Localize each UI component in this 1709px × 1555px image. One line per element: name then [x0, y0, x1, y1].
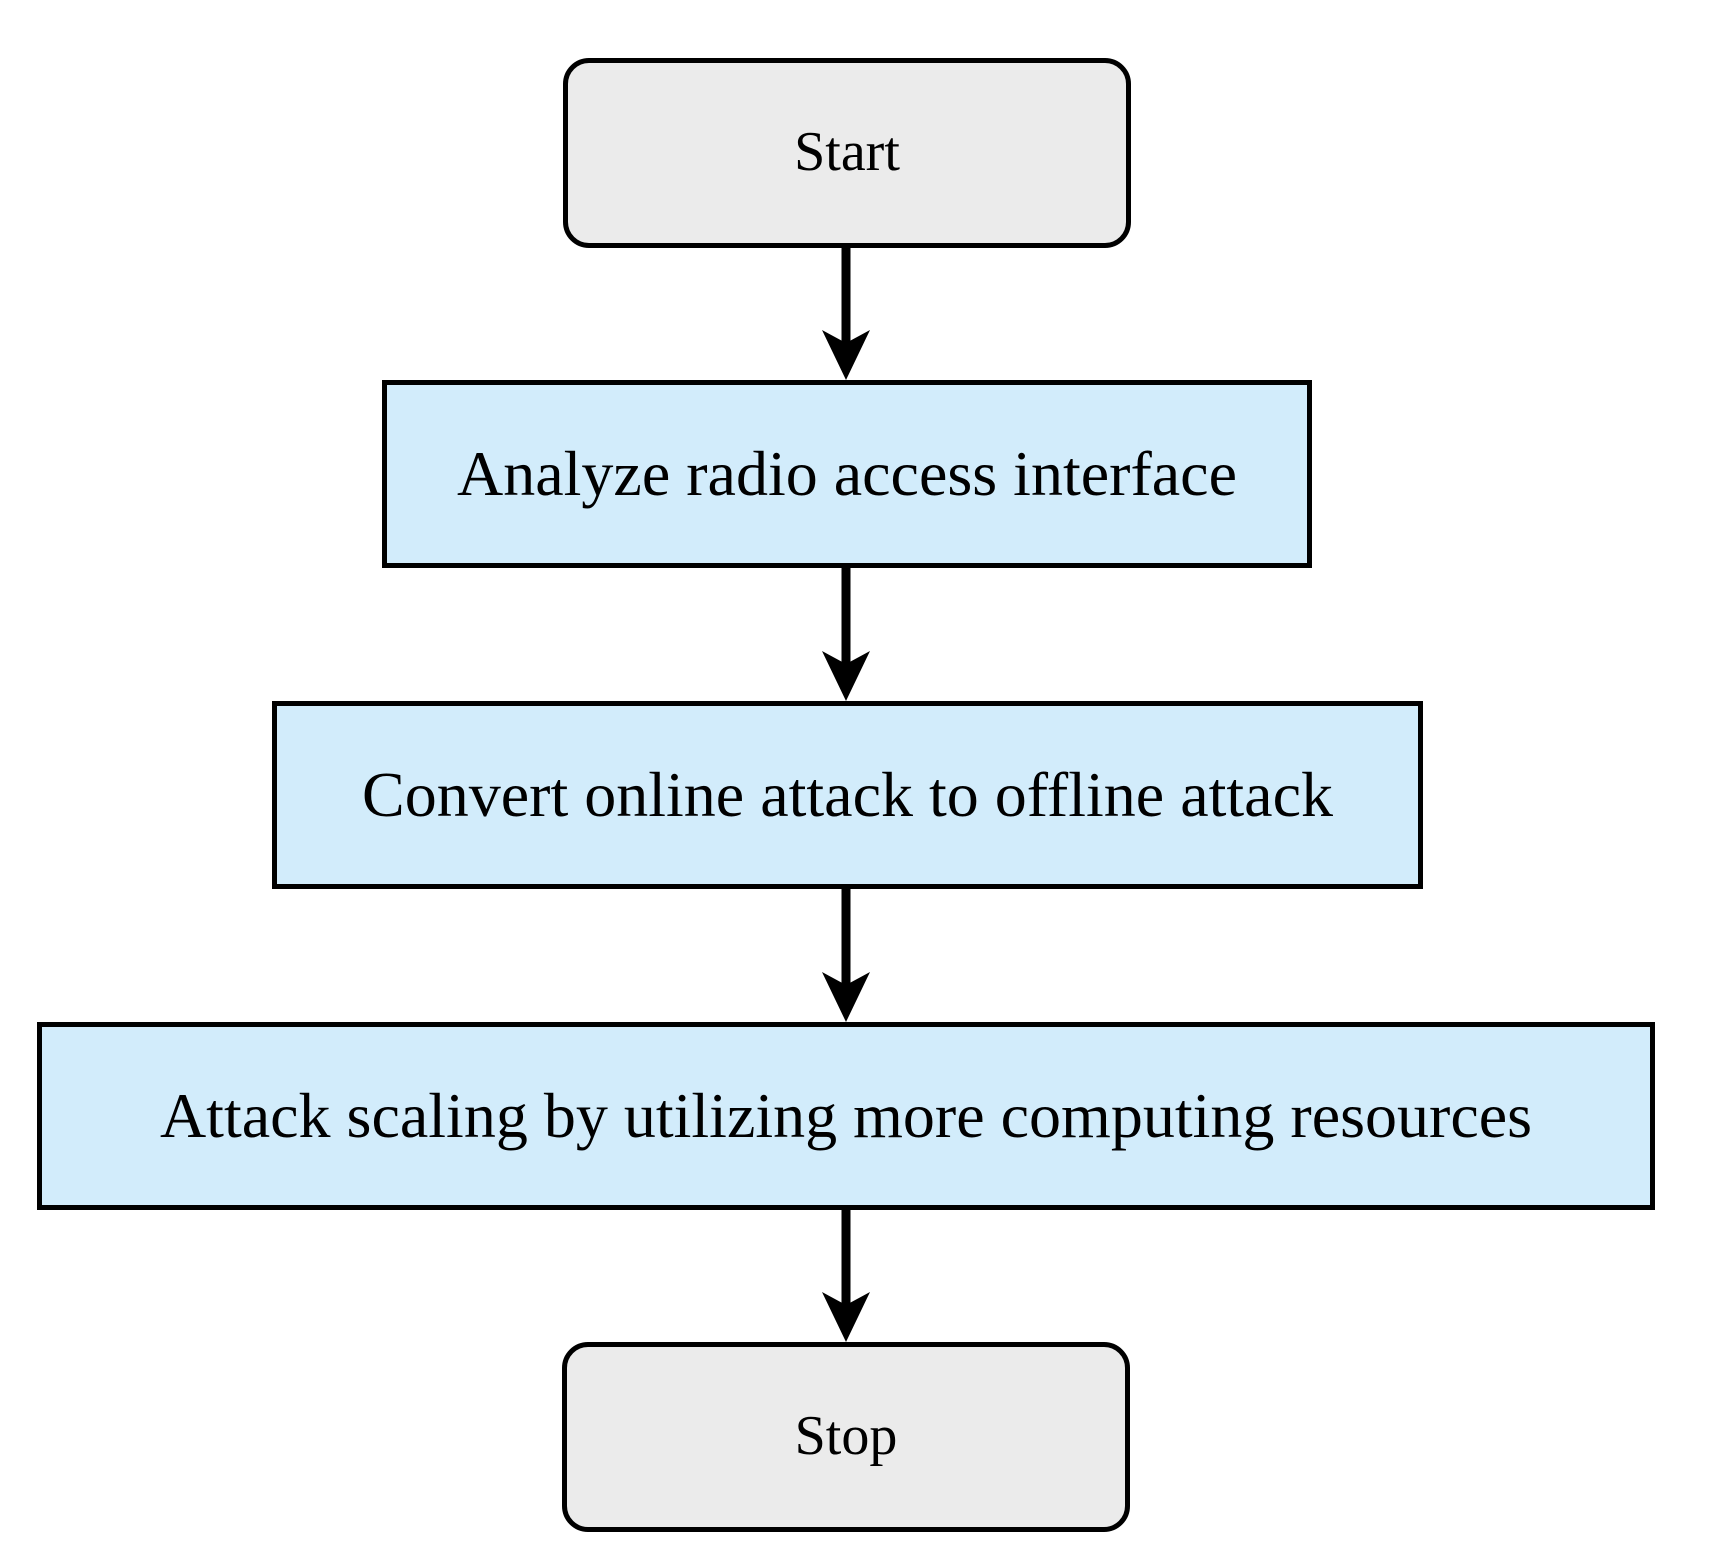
node-step1-label: Analyze radio access interface: [457, 437, 1237, 509]
edge-step1-to-step2: [822, 568, 870, 701]
node-attack-scaling-by-utilizing-more-computing-resources[interactable]: Attack scaling by utilizing more computi…: [37, 1022, 1655, 1210]
node-analyze-radio-access-interface[interactable]: Analyze radio access interface: [382, 380, 1312, 568]
node-stop-label: Stop: [794, 1405, 898, 1468]
node-step3-label: Attack scaling by utilizing more computi…: [159, 1079, 1533, 1151]
node-stop[interactable]: Stop: [562, 1342, 1130, 1532]
edge-step2-to-step3: [822, 889, 870, 1022]
node-start-label: Start: [794, 121, 900, 184]
node-convert-online-attack-to-offline-attack[interactable]: Convert online attack to offline attack: [272, 701, 1423, 889]
node-start[interactable]: Start: [563, 58, 1131, 248]
node-step2-label: Convert online attack to offline attack: [362, 758, 1333, 830]
edge-step3-to-stop: [822, 1210, 870, 1342]
edge-start-to-step1: [822, 248, 870, 380]
